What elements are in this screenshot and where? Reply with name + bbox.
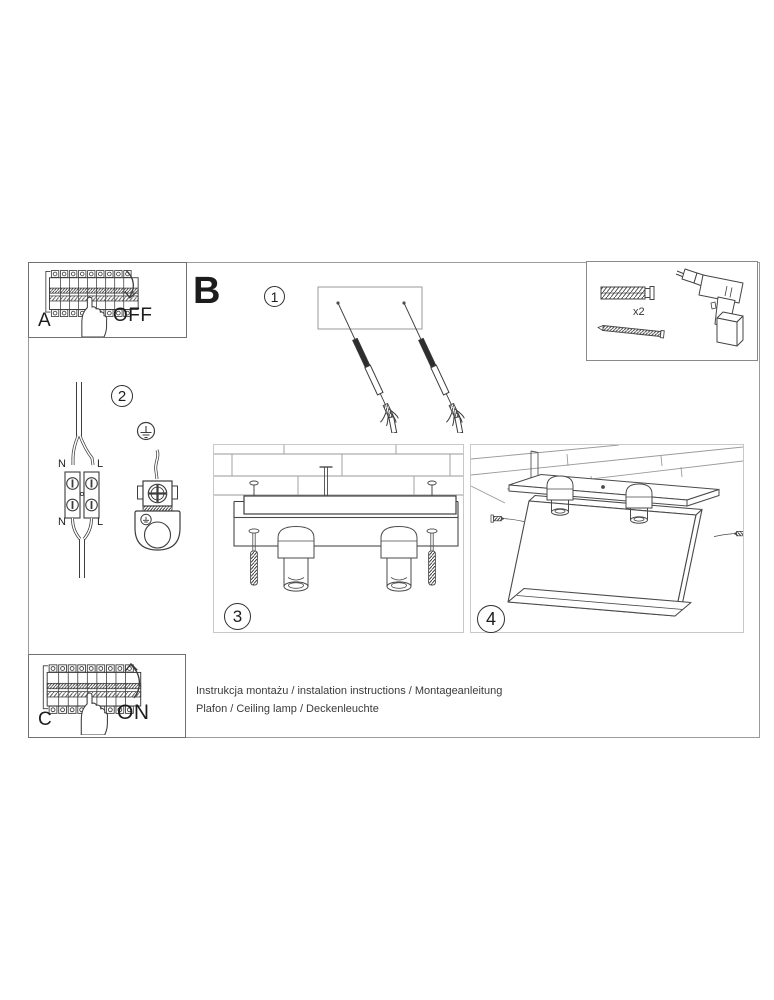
step-3-panel: 3 [213,444,464,633]
footer-line-1: Instrukcja montażu / instalation instruc… [196,685,503,697]
sheet-border [28,262,760,738]
step-a-box: A OFF [28,262,187,338]
drill-icon [675,268,744,347]
tools-drawing [597,268,744,347]
ground-symbol-icon [136,421,156,441]
terminal-l-bottom-label: L [97,516,104,528]
ceiling-drawing [214,445,463,496]
terminal-block-drawing [64,382,100,578]
step-c-box: C ON [28,654,186,738]
off-label: OFF [113,305,153,326]
step-2-badge: 2 [111,385,133,407]
lamp-box-drawing [471,445,743,617]
tools-box: x2 [586,261,758,361]
step-3-badge: 3 [224,603,251,630]
step-4-badge: 4 [477,605,505,633]
shade-box-drawing [507,494,703,617]
quantity-label: x2 [633,306,645,318]
wall-plug-icon [600,286,655,300]
step-4-panel: 4 [470,444,744,633]
ground-clamp-drawing [134,449,181,551]
on-arrow-icon [124,662,141,699]
breaker-panel-off-icon [33,265,151,337]
breaker-panel-on-icon [33,662,151,735]
on-label: ON [117,701,150,724]
terminal-n-bottom-label: N [58,516,66,528]
step-1-badge: 1 [264,286,285,307]
terminal-l-top-label: L [97,458,104,470]
footer-text: Instrukcja montażu / instalation instruc… [196,683,502,718]
ceiling-perspective-drawing [471,445,743,504]
off-arrow-icon [124,270,137,299]
ceiling-anchor-drawing [317,286,470,433]
mounting-bracket-drawing [214,445,463,592]
wiring-drawing [64,382,181,578]
terminal-n-top-label: N [58,458,66,470]
footer-line-2: Plafon / Ceiling lamp / Deckenleuchte [196,702,379,715]
step-a-label: A [38,310,51,331]
step-c-label: C [38,709,52,730]
step-b-label: B [193,270,221,312]
screw-icon [597,324,665,339]
